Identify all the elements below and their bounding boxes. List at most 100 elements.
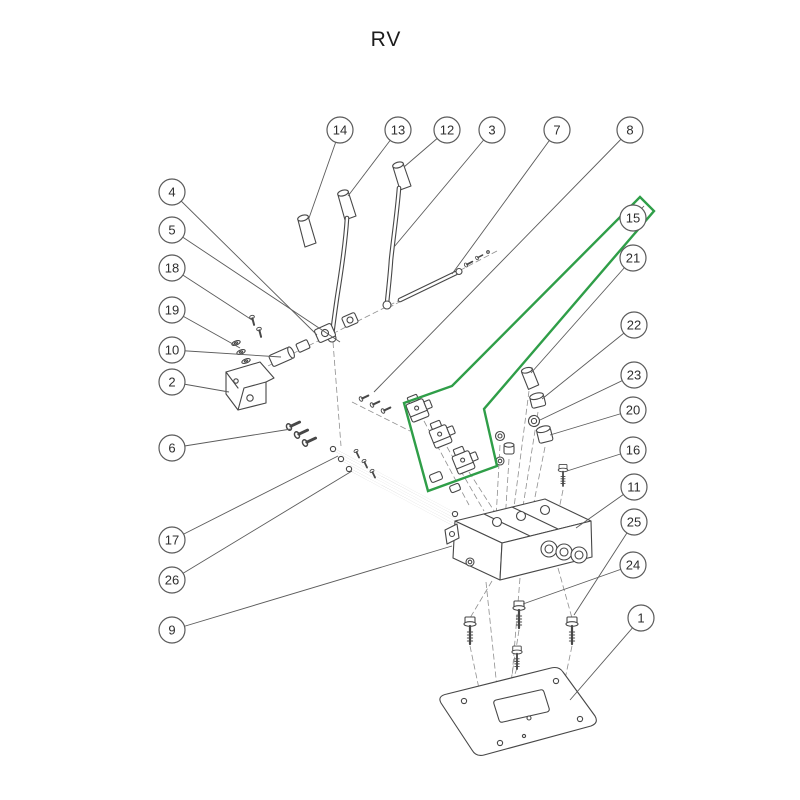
callout-label-23: 23 [627, 368, 641, 383]
callout-circle-15[interactable] [619, 204, 647, 232]
callout-4[interactable]: 4 [158, 178, 186, 206]
callout-2[interactable]: 2 [158, 368, 186, 396]
callout-circle-12[interactable] [433, 116, 461, 144]
callout-label-14: 14 [333, 123, 347, 138]
callout-10[interactable]: 10 [158, 336, 186, 364]
callout-label-22: 22 [627, 318, 641, 333]
callout-17[interactable]: 17 [158, 526, 186, 554]
callout-23[interactable]: 23 [620, 361, 648, 389]
callout-label-20: 20 [626, 403, 640, 418]
callout-circle-21[interactable] [619, 244, 647, 272]
callout-label-8: 8 [626, 123, 633, 138]
callout-label-16: 16 [626, 443, 640, 458]
leader-line-13 [347, 129, 399, 197]
callout-circle-20[interactable] [619, 396, 647, 424]
callout-label-6: 6 [168, 441, 175, 456]
leader-line-24 [522, 564, 634, 605]
callout-14[interactable]: 14 [326, 116, 354, 144]
callout-circle-3[interactable] [478, 116, 506, 144]
callout-circle-2[interactable] [158, 368, 186, 396]
callout-13[interactable]: 13 [384, 116, 412, 144]
callout-label-21: 21 [626, 251, 640, 266]
callout-circle-16[interactable] [619, 436, 647, 464]
callout-9[interactable]: 9 [158, 616, 186, 644]
callout-circle-18[interactable] [158, 254, 186, 282]
callout-label-26: 26 [165, 573, 179, 588]
callout-11[interactable]: 11 [620, 473, 648, 501]
leader-line-18 [171, 267, 253, 321]
leader-lines [171, 129, 645, 701]
callout-16[interactable]: 16 [619, 436, 647, 464]
callout-circle-14[interactable] [326, 116, 354, 144]
callout-circle-9[interactable] [158, 616, 186, 644]
callout-circle-1[interactable] [627, 604, 655, 632]
callout-label-10: 10 [165, 343, 179, 358]
callout-circle-11[interactable] [620, 473, 648, 501]
callout-circle-24[interactable] [619, 551, 647, 579]
callout-22[interactable]: 22 [620, 311, 648, 339]
callout-label-1: 1 [637, 611, 644, 626]
callout-15[interactable]: 15 [619, 204, 647, 232]
callout-21[interactable]: 21 [619, 244, 647, 272]
callout-label-7: 7 [553, 123, 560, 138]
leader-line-14 [308, 129, 341, 219]
callout-label-4: 4 [168, 185, 175, 200]
callout-label-25: 25 [627, 515, 641, 530]
leader-line-8 [373, 129, 631, 393]
callout-circle-8[interactable] [616, 116, 644, 144]
callout-circle-25[interactable] [620, 508, 648, 536]
callout-circle-26[interactable] [158, 566, 186, 594]
knobs-group [297, 161, 412, 248]
fasteners-left [230, 313, 295, 367]
leader-line-23 [539, 374, 635, 421]
callout-circle-17[interactable] [158, 526, 186, 554]
callout-label-24: 24 [626, 558, 640, 573]
leader-line-7 [451, 129, 558, 275]
callout-circle-6[interactable] [158, 434, 186, 462]
lever-rods [327, 185, 402, 343]
leader-line-22 [541, 324, 635, 400]
callout-label-19: 19 [165, 303, 179, 318]
callout-24[interactable]: 24 [619, 551, 647, 579]
leader-line-5 [171, 229, 341, 343]
callout-circle-10[interactable] [158, 336, 186, 364]
mounting-bracket [225, 361, 275, 411]
pivot-pins [284, 417, 319, 449]
leader-line-1 [569, 617, 642, 701]
callout-7[interactable]: 7 [543, 116, 571, 144]
callout-8[interactable]: 8 [616, 116, 644, 144]
leader-line-6 [171, 428, 292, 449]
callout-circle-7[interactable] [543, 116, 571, 144]
callout-circle-4[interactable] [158, 178, 186, 206]
leader-line-9 [171, 545, 453, 631]
callout-12[interactable]: 12 [433, 116, 461, 144]
valve-body [444, 498, 593, 581]
highlight-region-15 [402, 195, 656, 493]
callout-18[interactable]: 18 [158, 254, 186, 282]
leader-line-21 [530, 257, 634, 374]
callout-3[interactable]: 3 [478, 116, 506, 144]
callout-20[interactable]: 20 [619, 396, 647, 424]
callout-circle-23[interactable] [620, 361, 648, 389]
callout-26[interactable]: 26 [158, 566, 186, 594]
solenoid-cluster [402, 389, 482, 494]
cross-shaft [397, 250, 490, 303]
callout-6[interactable]: 6 [158, 434, 186, 462]
leader-line-25 [573, 521, 635, 616]
callout-5[interactable]: 5 [158, 216, 186, 244]
callout-25[interactable]: 25 [620, 508, 648, 536]
callout-circle-13[interactable] [384, 116, 412, 144]
callout-circle-5[interactable] [158, 216, 186, 244]
callout-label-17: 17 [165, 533, 179, 548]
callout-19[interactable]: 19 [158, 296, 186, 324]
callout-circle-19[interactable] [158, 296, 186, 324]
callout-label-2: 2 [168, 375, 175, 390]
callout-label-15: 15 [626, 211, 640, 226]
callout-circle-22[interactable] [620, 311, 648, 339]
callout-1[interactable]: 1 [627, 604, 655, 632]
callout-label-11: 11 [627, 480, 641, 495]
leader-line-20 [549, 409, 634, 436]
callout-label-9: 9 [168, 623, 175, 638]
